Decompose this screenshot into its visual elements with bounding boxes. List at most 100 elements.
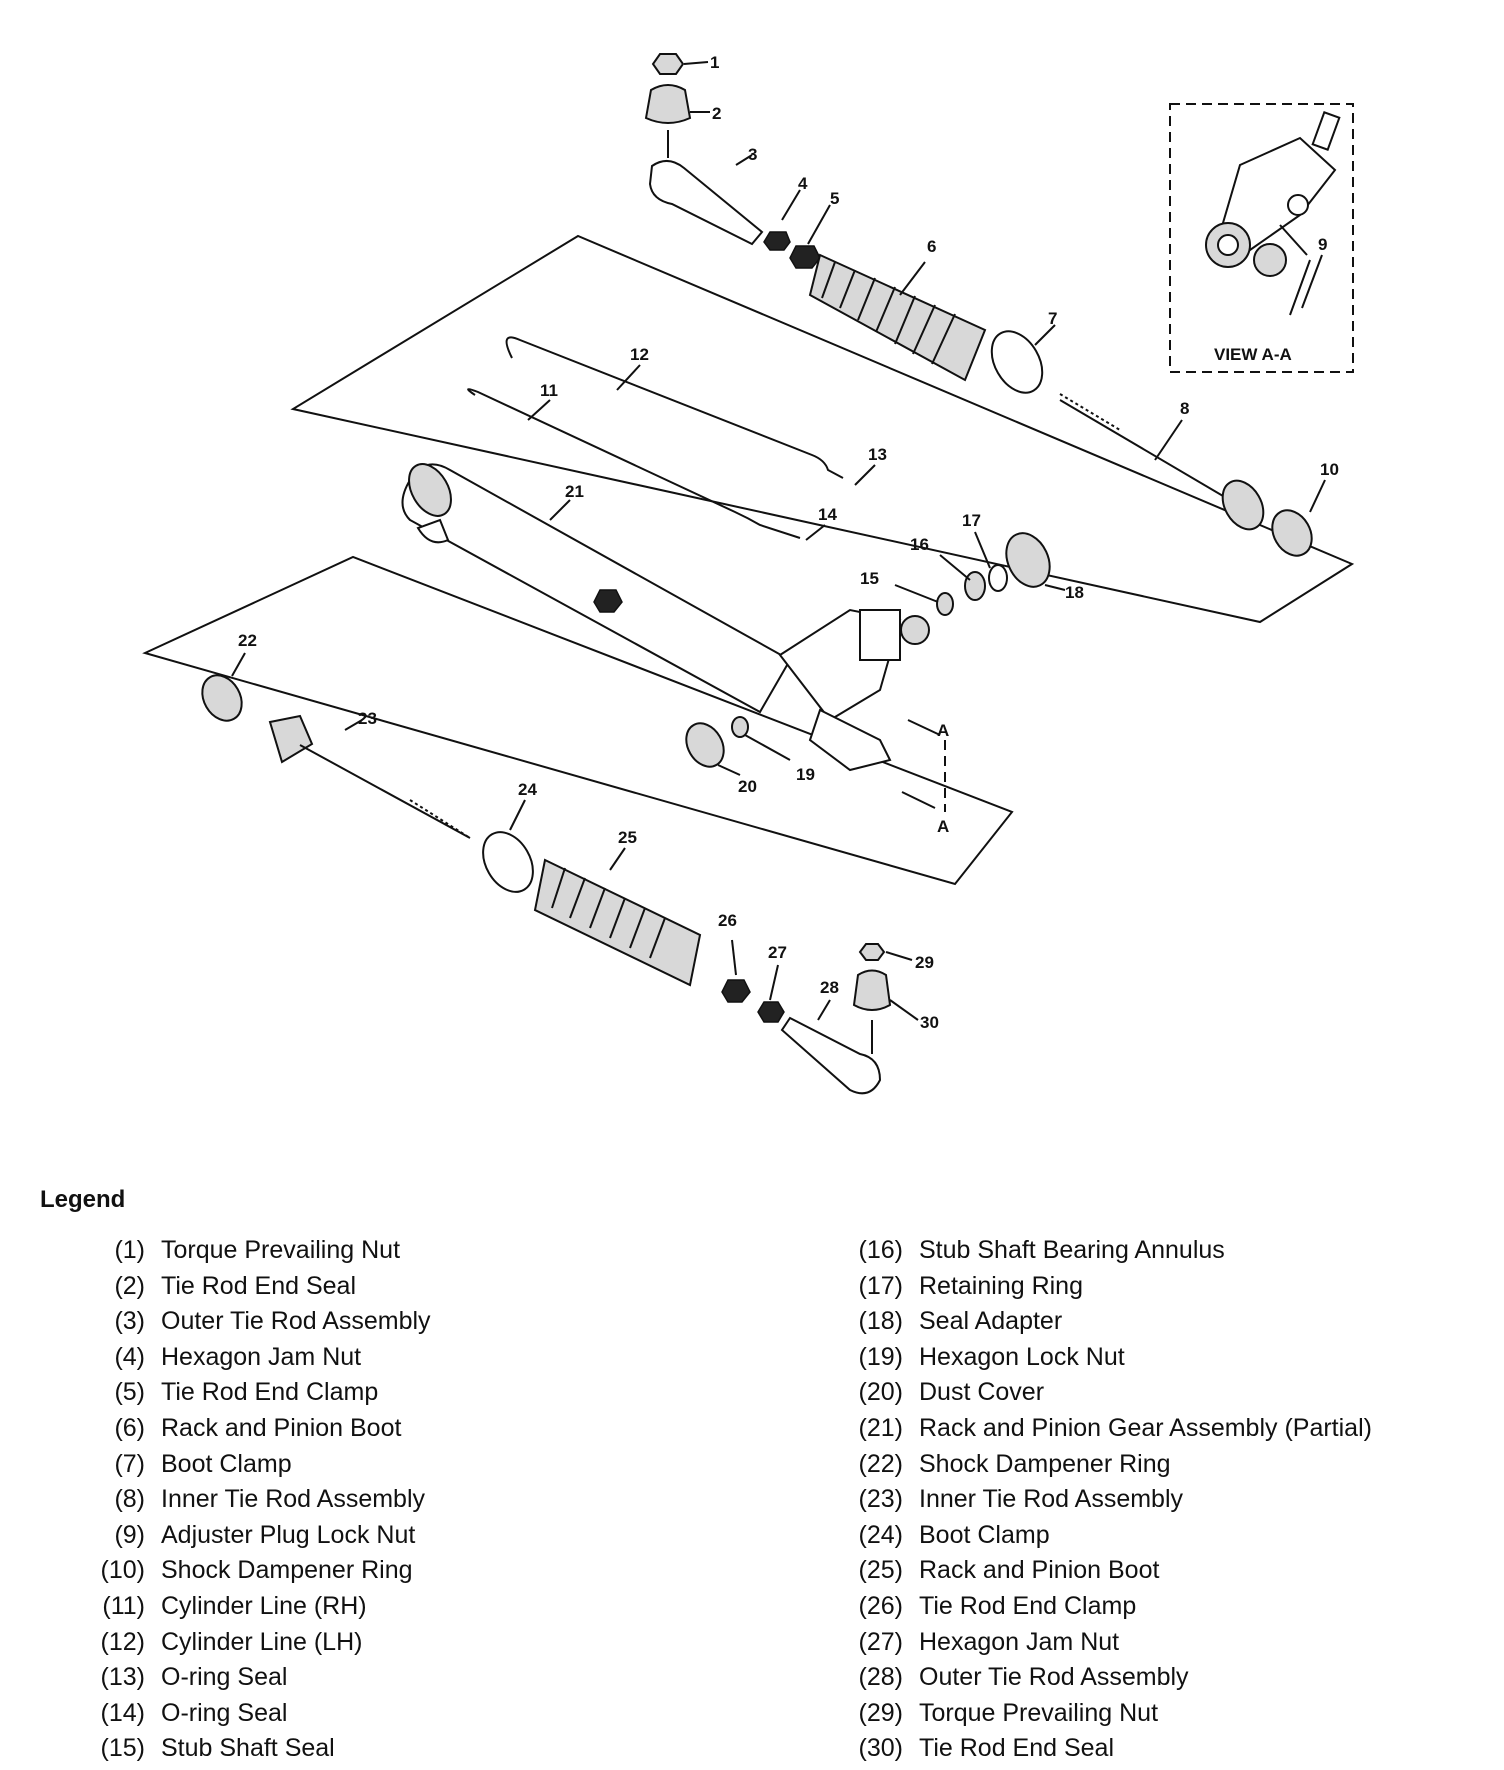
legend-number: (9) [114,1520,145,1549]
legend-number: (7) [114,1449,145,1478]
legend-item: (29) Torque Prevailing Nut [828,1699,1372,1735]
legend-item: (5)Tie Rod End Clamp [70,1378,431,1414]
legend-item: (17)Retaining Ring [828,1272,1372,1308]
legend-part-name: Torque Prevailing Nut [919,1698,1159,1727]
legend-part-name: Rack and Pinion Boot [919,1556,1160,1585]
callout-5: 5 [830,189,839,208]
legend-item: (26)Tie Rod End Clamp [828,1592,1372,1628]
view-a-a-label: VIEW A-A [1214,345,1292,364]
callout-1: 1 [710,53,719,72]
legend-part-name: Inner Tie Rod Assembly [161,1485,426,1514]
legend-part-name: Adjuster Plug Lock Nut [161,1520,416,1549]
legend-item: (19)Hexagon Lock Nut [828,1343,1372,1379]
legend-number: (26) [858,1591,903,1620]
legend-part-name: Outer Tie Rod Assembly [919,1663,1189,1692]
legend-item: (20) Dust Cover [828,1378,1372,1414]
legend-item: (21) Rack and Pinion Gear Assembly (Parti… [828,1414,1372,1450]
legend-number: (21) [858,1413,903,1442]
callout-26: 26 [718,911,737,930]
callout-4: 4 [798,174,808,193]
legend-item: (3)Outer Tie Rod Assembly [70,1307,431,1343]
callout-21: 21 [565,482,584,501]
exploded-assembly-diagram: VIEW A-A [142,53,1355,1095]
legend-item: (10) Shock Dampener Ring [70,1556,431,1592]
legend-part-name: Cylinder Line (LH) [161,1627,363,1656]
legend-number: (24) [858,1520,903,1549]
section-label-a-top: A [937,721,949,740]
callout-27: 27 [768,943,787,962]
legend-item: (6) Rack and Pinion Boot [70,1414,431,1450]
legend-number: (22) [858,1449,903,1478]
legend-number: (20) [858,1378,903,1407]
legend-item: (16)Stub Shaft Bearing Annulus [828,1236,1372,1272]
legend-item: (7)Boot Clamp [70,1450,431,1486]
legend-part-name: Outer Tie Rod Assembly [161,1307,431,1336]
legend-part-name: Rack and Pinion Boot [161,1413,402,1442]
section-arrows [901,719,946,812]
callout-18: 18 [1065,583,1084,602]
legend-part-name: Hexagon Jam Nut [161,1342,362,1371]
legend-number: (10) [100,1556,145,1585]
legend-number: (27) [858,1627,903,1656]
inner-tie-rod-upper [1059,393,1313,557]
legend-part-name: Shock Dampener Ring [161,1556,413,1585]
legend-item: (24) Boot Clamp [828,1521,1372,1557]
cylinder-lines [467,336,844,539]
callout-15: 15 [860,569,879,588]
legend-number: (5) [114,1378,145,1407]
legend-number: (13) [100,1663,145,1692]
legend-item: (25) Rack and Pinion Boot [828,1556,1372,1592]
legend-item: (14)O-ring Seal [70,1699,431,1735]
callout-9: 9 [1318,235,1327,254]
legend-item: (18)Seal Adapter [828,1307,1372,1343]
legend-item: (1)Torque Prevailing Nut [70,1236,431,1272]
lower-tie-rod-assembly [201,674,892,1095]
rack-boot-upper [808,253,1044,394]
legend-item: (8) Inner Tie Rod Assembly [70,1485,431,1521]
legend-item: (13)O-ring Seal [70,1663,431,1699]
outer-tie-rod-upper [644,53,821,269]
section-label-a-bottom: A [937,817,949,836]
legend-number: (25) [858,1556,903,1585]
callout-2: 2 [712,104,721,123]
legend-number: (23) [858,1485,903,1514]
legend-part-name: Boot Clamp [919,1520,1050,1549]
lower-assembly-plane [142,555,1014,886]
leader-lines [231,61,1326,1021]
legend-number: (4) [114,1342,145,1371]
legend-part-name: Hexagon Jam Nut [919,1627,1120,1656]
callout-29: 29 [915,953,934,972]
legend-number: (1) [114,1236,145,1264]
legend-part-name: Dust Cover [919,1378,1045,1407]
legend-number: (8) [114,1485,145,1514]
legend-number: (29) [858,1698,903,1727]
legend-number: (6) [114,1413,145,1442]
legend-item: (22)Shock Dampener Ring [828,1450,1372,1486]
legend-part-name: O-ring Seal [161,1698,288,1727]
callout-17: 17 [962,511,981,530]
legend-part-name: Stub Shaft Seal [161,1734,335,1763]
callout-24: 24 [518,780,537,799]
legend-number: (15) [100,1734,145,1763]
adjuster-housing-detail [1205,111,1341,316]
legend-item: (15) Stub Shaft Seal [70,1734,431,1770]
small-seal-parts [685,532,1051,768]
legend-part-name: Rack and Pinion Gear Assembly (Partial) [919,1413,1372,1442]
legend-number: (2) [114,1271,145,1300]
callout-3: 3 [748,145,757,164]
legend-item: (30)Tie Rod End Seal [828,1734,1372,1770]
callout-19: 19 [796,765,815,784]
callout-10: 10 [1320,460,1339,479]
callout-20: 20 [738,777,757,796]
callout-28: 28 [820,978,839,997]
legend-part-name: Inner Tie Rod Assembly [919,1485,1184,1514]
callout-25: 25 [618,828,637,847]
callout-13: 13 [868,445,887,464]
legend-part-name: Cylinder Line (RH) [161,1591,367,1620]
legend-item: (23) Inner Tie Rod Assembly [828,1485,1372,1521]
legend-part-name: Stub Shaft Bearing Annulus [919,1236,1225,1264]
callout-11: 11 [540,381,558,400]
callout-14: 14 [818,505,837,524]
legend-number: (17) [858,1271,903,1300]
legend-number: (12) [100,1627,145,1656]
